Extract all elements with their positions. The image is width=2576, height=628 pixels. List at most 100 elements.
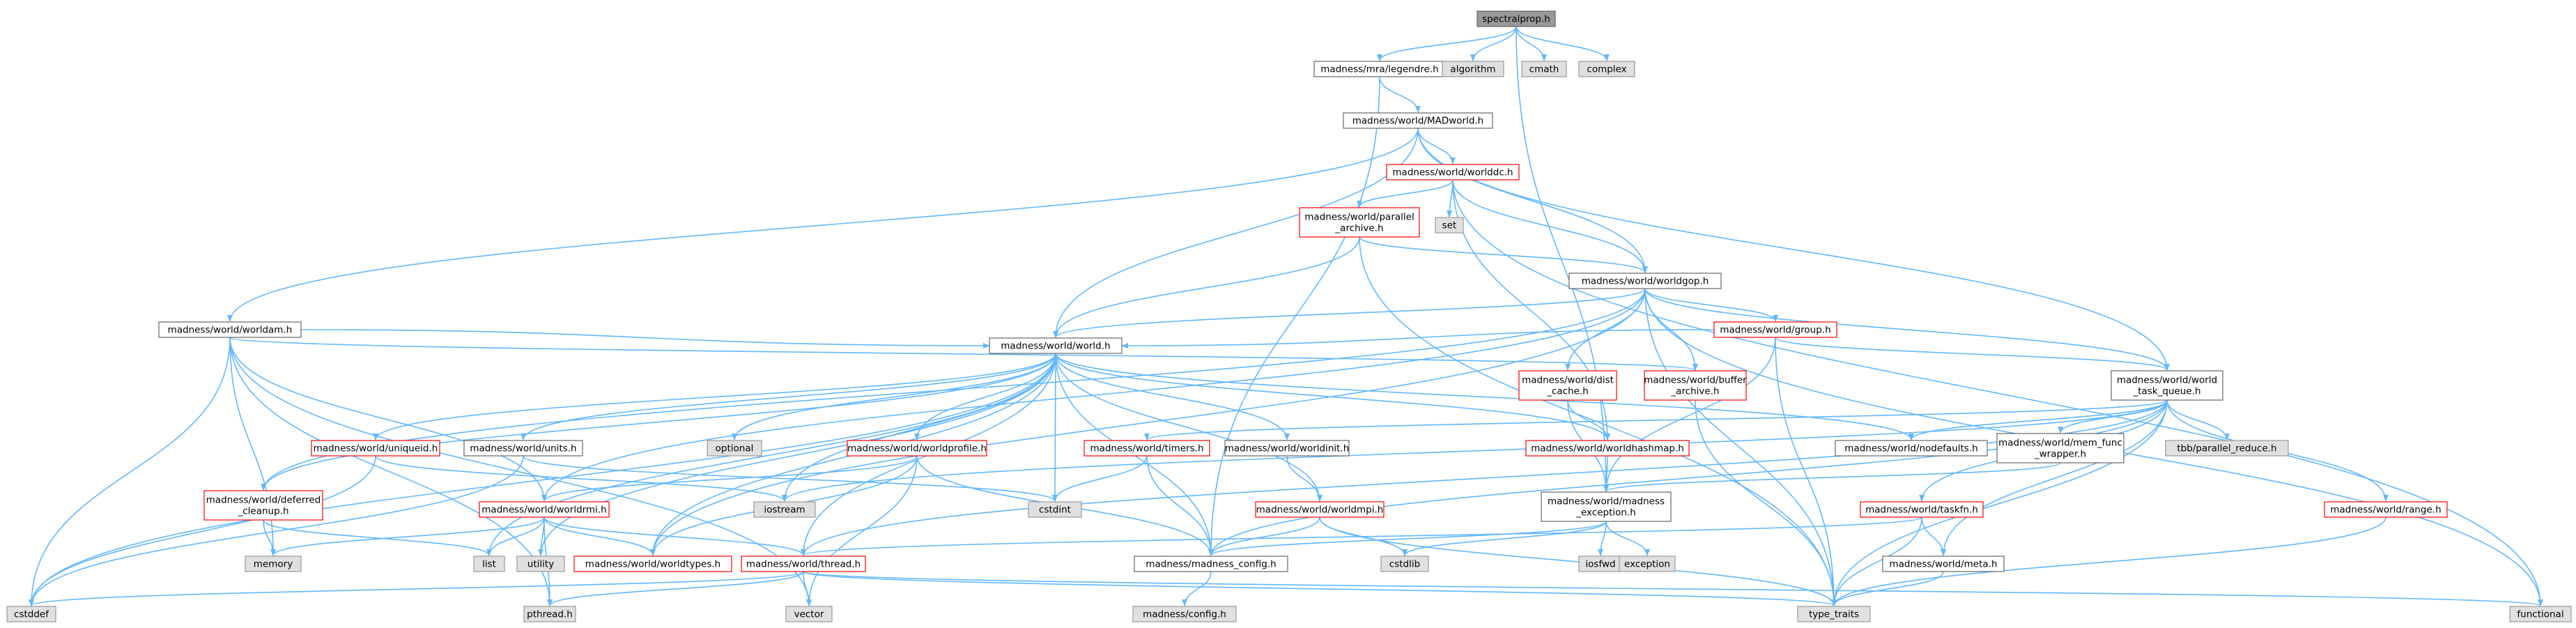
edge-worlddc-to-parallel_archive xyxy=(1357,179,1453,208)
node-type-traits: type_traits xyxy=(1797,606,1871,622)
edge-task_queue-to-thread xyxy=(801,399,2168,556)
node-box xyxy=(1996,433,2124,464)
edge-worlddc-to-functional xyxy=(1452,179,2543,606)
node-box xyxy=(6,606,56,622)
node-madworld[interactable]: madness/world/MADworld.h xyxy=(1343,112,1493,129)
node-box xyxy=(203,490,323,521)
node-box xyxy=(1380,556,1429,572)
node-worldinit[interactable]: madness/world/worldinit.h xyxy=(1224,440,1350,457)
node-label: madness/world/range.h xyxy=(2330,505,2441,516)
edge-mem_func_wrapper-to-madness_exception xyxy=(1603,462,2061,492)
node-legendre[interactable]: madness/mra/legendre.h xyxy=(1313,61,1446,77)
node-cstdlib: cstdlib xyxy=(1380,556,1429,572)
edge-world-to-worldhashmap xyxy=(1055,353,1610,441)
edge-task_queue-to-madness_config xyxy=(1208,399,2168,556)
edge-madness_exception-to-iosfwd xyxy=(1598,521,1607,556)
edge-worldinit-to-worldmpi xyxy=(1286,455,1322,502)
node-box xyxy=(1476,10,1556,27)
node-task-queue[interactable]: madness/world/world_task_queue.h xyxy=(2111,370,2223,401)
node-box xyxy=(1343,112,1493,129)
edge-timers-to-cstdint xyxy=(1052,455,1148,502)
node-meta[interactable]: madness/world/meta.h xyxy=(1882,556,2005,572)
node-label: madness/world/worldtypes.h xyxy=(585,559,720,570)
node-group[interactable]: madness/world/group.h xyxy=(1713,321,1837,338)
edge-thread-to-functional xyxy=(803,571,2543,606)
edge-madness_exception-to-madness_config xyxy=(1208,521,1607,556)
node-label: madness/world/worldrmi.h xyxy=(481,505,606,516)
node-list: list xyxy=(473,556,505,572)
node-worldmpi[interactable]: madness/world/worldmpi.h xyxy=(1255,501,1385,518)
node-box xyxy=(1028,501,1082,518)
node-parallel-archive[interactable]: madness/world/parallel_archive.h xyxy=(1299,207,1420,238)
edge-world-to-uniqueid xyxy=(373,353,1056,441)
edge-world-to-units xyxy=(520,353,1056,441)
node-label: madness/world/mem_func xyxy=(1998,438,2122,449)
node-world[interactable]: madness/world/world.h xyxy=(989,337,1123,354)
node-dist-cache[interactable]: madness/world/dist_cache.h xyxy=(1518,370,1617,401)
node-label: madness/world/worldgop.h xyxy=(1582,276,1709,287)
edge-thread-to-pthread xyxy=(547,571,804,606)
edge-taskfn-to-meta xyxy=(1921,516,1946,556)
edge-group-to-task_queue xyxy=(1775,337,2170,371)
node-worldrmi[interactable]: madness/world/worldrmi.h xyxy=(479,501,610,518)
node-nodefaults[interactable]: madness/world/nodefaults.h xyxy=(1835,440,1988,457)
edge-legendre-to-madworld xyxy=(1379,76,1421,113)
node-worldprofile[interactable]: madness/world/worldprofile.h xyxy=(847,440,987,457)
node-box xyxy=(1644,370,1747,401)
node-exception: exception xyxy=(1619,556,1676,572)
node-box xyxy=(1518,370,1617,401)
node-timers[interactable]: madness/world/timers.h xyxy=(1083,440,1210,457)
node-set: set xyxy=(1435,217,1464,233)
edge-worldmpi-to-madness_config xyxy=(1208,516,1320,556)
node-deferred-cleanup[interactable]: madness/world/deferred_cleanup.h xyxy=(203,490,323,521)
node-utility: utility xyxy=(516,556,565,572)
edge-madworld-to-worldam xyxy=(227,128,1419,322)
edge-taskfn-to-thread xyxy=(801,516,1922,556)
node-label: madness/world/worldinit.h xyxy=(1225,443,1350,454)
edge-worldrmi-to-list xyxy=(486,516,545,556)
node-worldam[interactable]: madness/world/worldam.h xyxy=(158,321,302,338)
node-worlddc[interactable]: madness/world/worlddc.h xyxy=(1386,164,1520,181)
node-box xyxy=(1134,556,1288,572)
node-label: madness/world/world.h xyxy=(1001,341,1110,352)
node-thread[interactable]: madness/world/thread.h xyxy=(741,556,866,572)
node-worldtypes[interactable]: madness/world/worldtypes.h xyxy=(573,556,732,572)
node-box xyxy=(2509,606,2572,622)
node-label: iostream xyxy=(764,505,805,516)
node-box xyxy=(2324,501,2448,518)
node-label: madness/world/dist xyxy=(1522,375,1614,386)
edge-uniqueid-to-cstddef xyxy=(29,455,376,606)
node-uniqueid[interactable]: madness/world/uniqueid.h xyxy=(311,440,440,457)
node-mem-func-wrapper[interactable]: madness/world/mem_func_wrapper.h xyxy=(1996,433,2124,464)
node-label: _exception.h xyxy=(1575,507,1636,519)
node-label: cstddef xyxy=(14,609,49,620)
node-range[interactable]: madness/world/range.h xyxy=(2324,501,2448,518)
edge-parallel_archive-to-worldgop xyxy=(1359,236,1648,273)
edge-world-to-worldmpi xyxy=(1055,353,1322,502)
edge-worldam-to-pthread xyxy=(229,337,553,606)
node-worldhashmap[interactable]: madness/world/worldhashmap.h xyxy=(1525,440,1690,457)
node-madness-exception[interactable]: madness/world/madness_exception.h xyxy=(1541,491,1672,522)
node-pthread: pthread.h xyxy=(523,606,576,622)
edge-madworld-to-worlddc xyxy=(1417,128,1456,164)
node-label: madness/world/deferred xyxy=(206,495,321,506)
node-taskfn[interactable]: madness/world/taskfn.h xyxy=(1860,501,1984,518)
node-label: _cache.h xyxy=(1546,386,1589,397)
node-label: madness/world/worlddc.h xyxy=(1392,167,1513,178)
node-box xyxy=(707,440,762,457)
edge-worldprofile-to-worldrmi xyxy=(541,455,918,502)
node-box xyxy=(1442,61,1504,77)
edge-thread-to-cstddef xyxy=(29,571,804,606)
node-label: type_traits xyxy=(1809,609,1859,620)
node-buffer-archive[interactable]: madness/world/buffer_archive.h xyxy=(1644,370,1747,401)
node-box xyxy=(463,440,583,457)
node-label: _wrapper.h xyxy=(2034,449,2086,460)
node-box xyxy=(1619,556,1676,572)
node-madness-config[interactable]: madness/madness_config.h xyxy=(1134,556,1288,572)
node-worldgop[interactable]: madness/world/worldgop.h xyxy=(1568,273,1722,289)
edge-group-to-world xyxy=(1121,329,1715,349)
node-label: madness/mra/legendre.h xyxy=(1320,64,1438,75)
node-cstddef: cstddef xyxy=(6,606,56,622)
node-box xyxy=(753,501,816,518)
node-units[interactable]: madness/world/units.h xyxy=(463,440,583,457)
